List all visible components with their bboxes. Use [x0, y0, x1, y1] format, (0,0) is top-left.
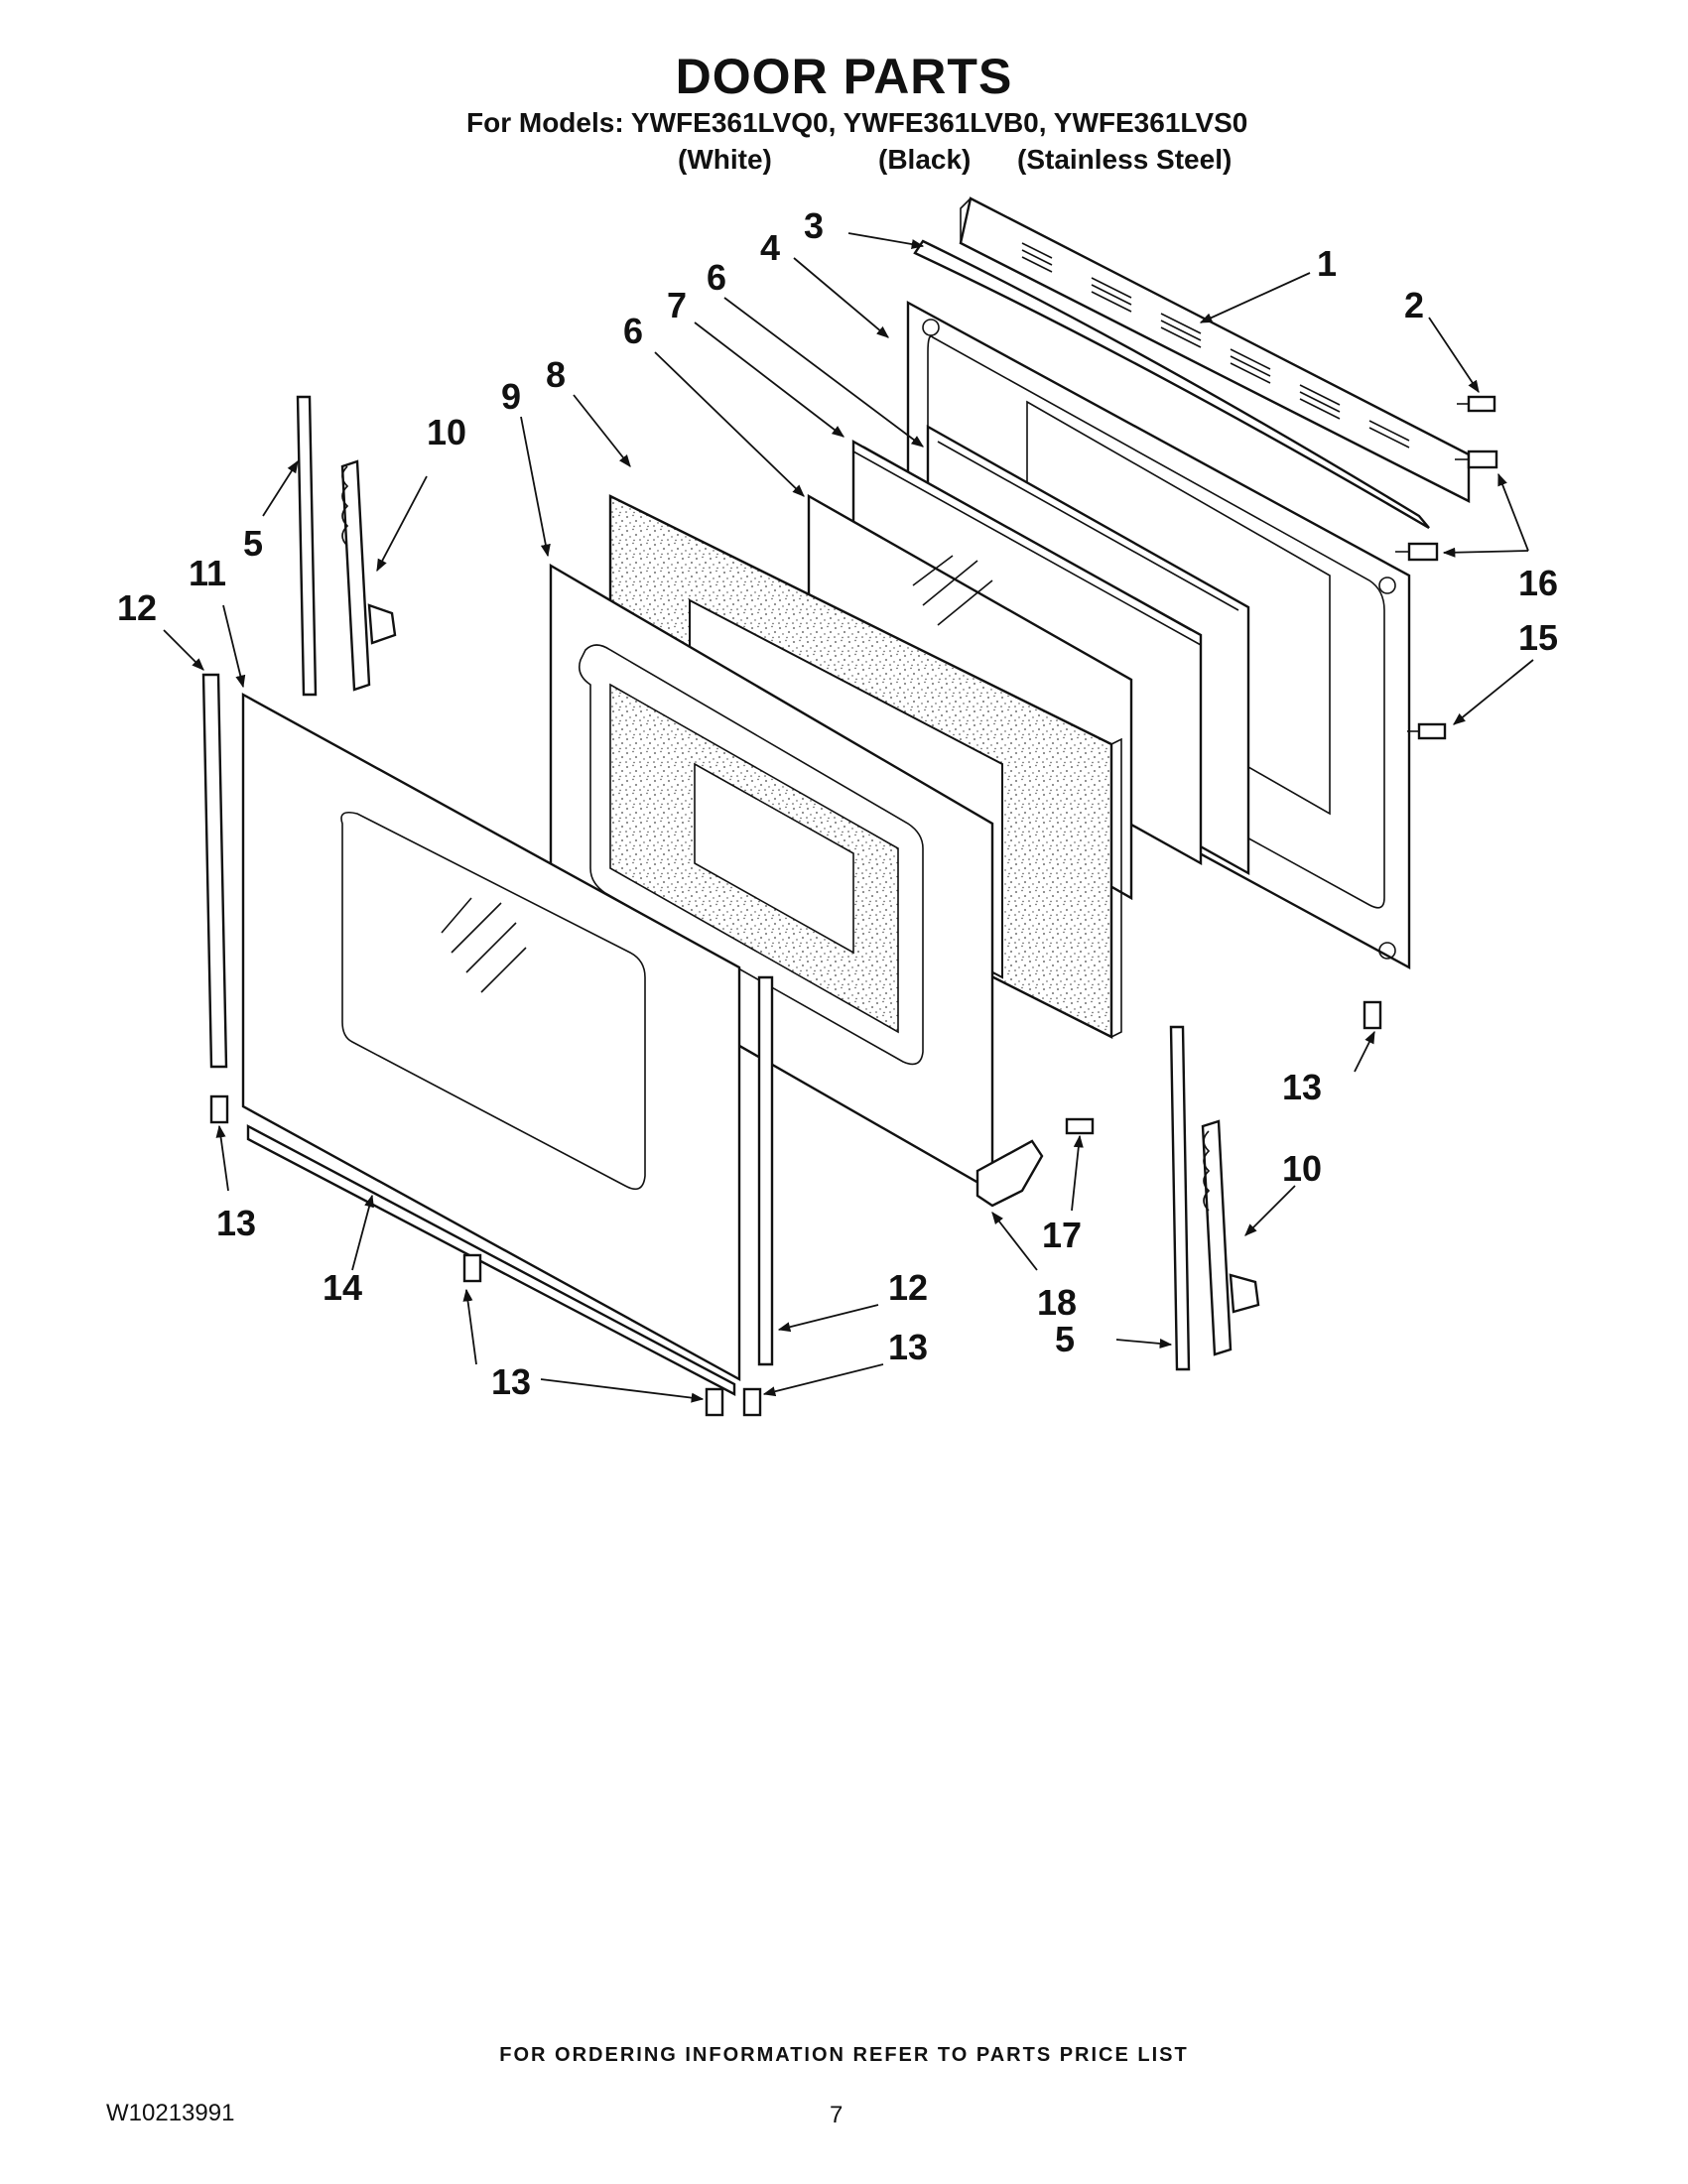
- callout-10-left: 10: [427, 412, 466, 452]
- side-trim-part-12-left: [201, 673, 228, 1069]
- callout-13-bottom: 13: [491, 1361, 531, 1402]
- callout-12-right: 12: [888, 1267, 928, 1308]
- screw-part-13-bottom-center: [462, 1253, 482, 1283]
- callout-5-right: 5: [1055, 1319, 1075, 1359]
- callout-15: 15: [1518, 617, 1558, 658]
- callout-16: 16: [1518, 563, 1558, 603]
- hinge-receiver-part-5-left: [296, 395, 318, 697]
- bracket-part-18: [975, 1139, 1044, 1208]
- hinge-part-10-left: [340, 459, 397, 692]
- callout-6-b: 6: [623, 311, 643, 351]
- page-title: DOOR PARTS: [675, 49, 1013, 104]
- callout-8: 8: [546, 354, 566, 395]
- callout-13-right-lower: 13: [888, 1327, 928, 1367]
- side-trim-part-12-right: [757, 975, 774, 1366]
- door-strip-part-3: [913, 239, 1430, 530]
- document-id: W10213991: [106, 2100, 235, 2126]
- screw-part-16-upper: [1455, 450, 1498, 469]
- callout-1: 1: [1317, 243, 1337, 284]
- callout-4: 4: [760, 227, 780, 268]
- callout-9: 9: [501, 376, 521, 417]
- screw-part-16-lower: [1395, 542, 1439, 562]
- variant-stainless-steel: (Stainless Steel): [1017, 144, 1233, 175]
- callout-18: 18: [1037, 1282, 1077, 1323]
- bottom-trim-part-14: [246, 1124, 736, 1396]
- callout-3: 3: [804, 205, 824, 246]
- screw-part-13-bottom-b: [742, 1387, 762, 1417]
- screw-part-15: [1407, 722, 1447, 740]
- callout-6-a: 6: [707, 257, 726, 298]
- callout-7: 7: [667, 285, 687, 325]
- callout-14: 14: [323, 1267, 362, 1308]
- hinge-part-10-right: [1201, 1119, 1260, 1356]
- callout-11: 11: [189, 553, 226, 593]
- leader-lines: [163, 232, 1534, 1403]
- models-line: For Models: YWFE361LVQ0, YWFE361LVB0, YW…: [466, 107, 1248, 138]
- callout-12-left: 12: [117, 587, 157, 628]
- callout-2: 2: [1404, 285, 1424, 325]
- screw-part-13-right-top: [1363, 1000, 1382, 1030]
- callout-17: 17: [1042, 1215, 1082, 1255]
- page-number: 7: [830, 2102, 844, 2128]
- vent-trim-part-1: [959, 196, 1471, 503]
- callout-10-right: 10: [1282, 1148, 1322, 1189]
- screw-part-2: [1457, 395, 1496, 413]
- ordering-note: FOR ORDERING INFORMATION REFER TO PARTS …: [499, 2044, 1189, 2066]
- variant-black: (Black): [878, 144, 972, 175]
- screw-part-17: [1065, 1117, 1095, 1135]
- callout-13-right: 13: [1282, 1067, 1322, 1107]
- hinge-receiver-part-5-right: [1169, 1025, 1191, 1371]
- callout-labels: 1 2 3 4 6 7 6 9 8 10 5 11 12 16 15 13 10…: [117, 205, 1558, 1402]
- variant-white: (White): [678, 144, 772, 175]
- callout-5-left: 5: [243, 523, 263, 564]
- outer-door-glass-part-11: [241, 692, 741, 1382]
- screw-part-13-left: [209, 1094, 229, 1124]
- screws: [209, 395, 1498, 1417]
- callout-13-left: 13: [216, 1203, 256, 1243]
- door-liner-part-9: [549, 563, 994, 1194]
- screw-part-13-bottom-a: [705, 1387, 724, 1417]
